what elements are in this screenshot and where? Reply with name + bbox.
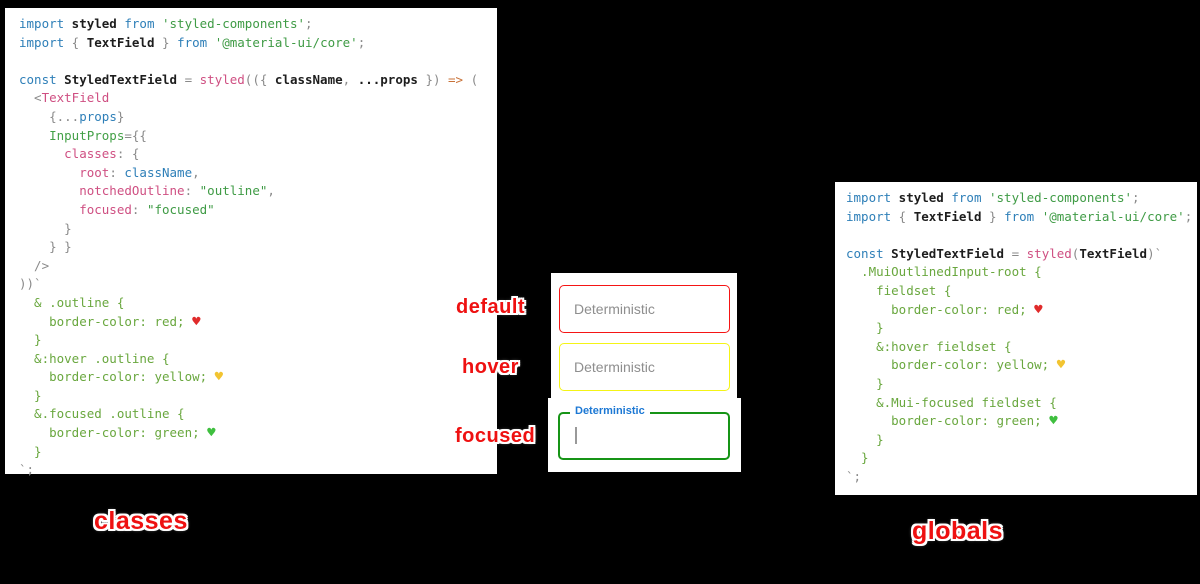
code-line: } [846, 320, 884, 336]
code-line [19, 52, 497, 71]
code-panel-globals: import styled from 'styled-components'; i… [835, 182, 1197, 495]
code-line: .MuiOutlinedInput-root { [846, 264, 1042, 280]
code-line: &.focused .outline { [19, 406, 185, 422]
textfield-focused-label: Deterministic [570, 405, 650, 417]
code-line: `; [19, 462, 35, 478]
code-line: ))` [19, 276, 42, 292]
code-line: /> [19, 257, 50, 273]
code-line: import { TextField } from '@material-ui/… [846, 208, 1193, 224]
textfield-hover[interactable]: Deterministic [559, 343, 730, 391]
code-line: border-color: green; ♥ [846, 413, 1058, 430]
code-line: import styled from 'styled-components'; [846, 190, 1140, 205]
code-line: InputProps={{ [19, 127, 147, 143]
code-line: } [19, 443, 42, 459]
code-line: {...props} [19, 108, 125, 124]
code-line: } [19, 332, 42, 348]
code-line: root: className, [19, 164, 200, 180]
code-line: border-color: red; ♥ [19, 313, 201, 330]
code-line: focused: "focused" [19, 201, 215, 217]
code-line: } [846, 375, 884, 391]
code-line: `; [846, 468, 862, 484]
code-line: border-color: yellow; ♥ [19, 369, 224, 386]
code-line: } [19, 387, 42, 403]
caption-classes: classes [94, 507, 188, 535]
textfield-hover-label: Deterministic [574, 359, 655, 375]
code-line: & .outline { [19, 294, 125, 310]
code-line: import { TextField } from '@material-ui/… [19, 34, 366, 50]
code-line: &:hover .outline { [19, 350, 170, 366]
code-line: border-color: red; ♥ [846, 301, 1043, 318]
label-hover: hover [462, 356, 519, 378]
caption-globals: globals [912, 517, 1004, 545]
code-line [846, 226, 1197, 245]
code-line: const StyledTextField = styled(({ classN… [19, 71, 479, 87]
code-line: &:hover fieldset { [846, 338, 1012, 354]
label-focused: focused [455, 425, 536, 447]
code-line: border-color: yellow; ♥ [846, 357, 1066, 374]
code-line: } [846, 431, 884, 447]
textfield-focused[interactable]: Deterministic [558, 405, 730, 460]
code-line: border-color: green; ♥ [19, 425, 216, 442]
code-line: } } [19, 239, 72, 255]
code-line: <TextField [19, 90, 110, 106]
code-line: } [19, 220, 72, 236]
code-line: notchedOutline: "outline", [19, 183, 275, 199]
code-panel-classes: import styled from 'styled-components'; i… [5, 8, 497, 477]
code-line: classes: { [19, 146, 140, 162]
label-default: default [456, 296, 526, 318]
code-line: const StyledTextField = styled(TextField… [846, 245, 1163, 261]
textfield-default[interactable]: Deterministic [559, 285, 730, 333]
code-line: &.Mui-focused fieldset { [846, 394, 1057, 410]
code-line: import styled from 'styled-components'; [19, 16, 313, 31]
textfield-default-label: Deterministic [574, 301, 655, 317]
text-cursor [575, 427, 577, 444]
code-line: } [846, 450, 869, 466]
code-line: fieldset { [846, 282, 952, 298]
